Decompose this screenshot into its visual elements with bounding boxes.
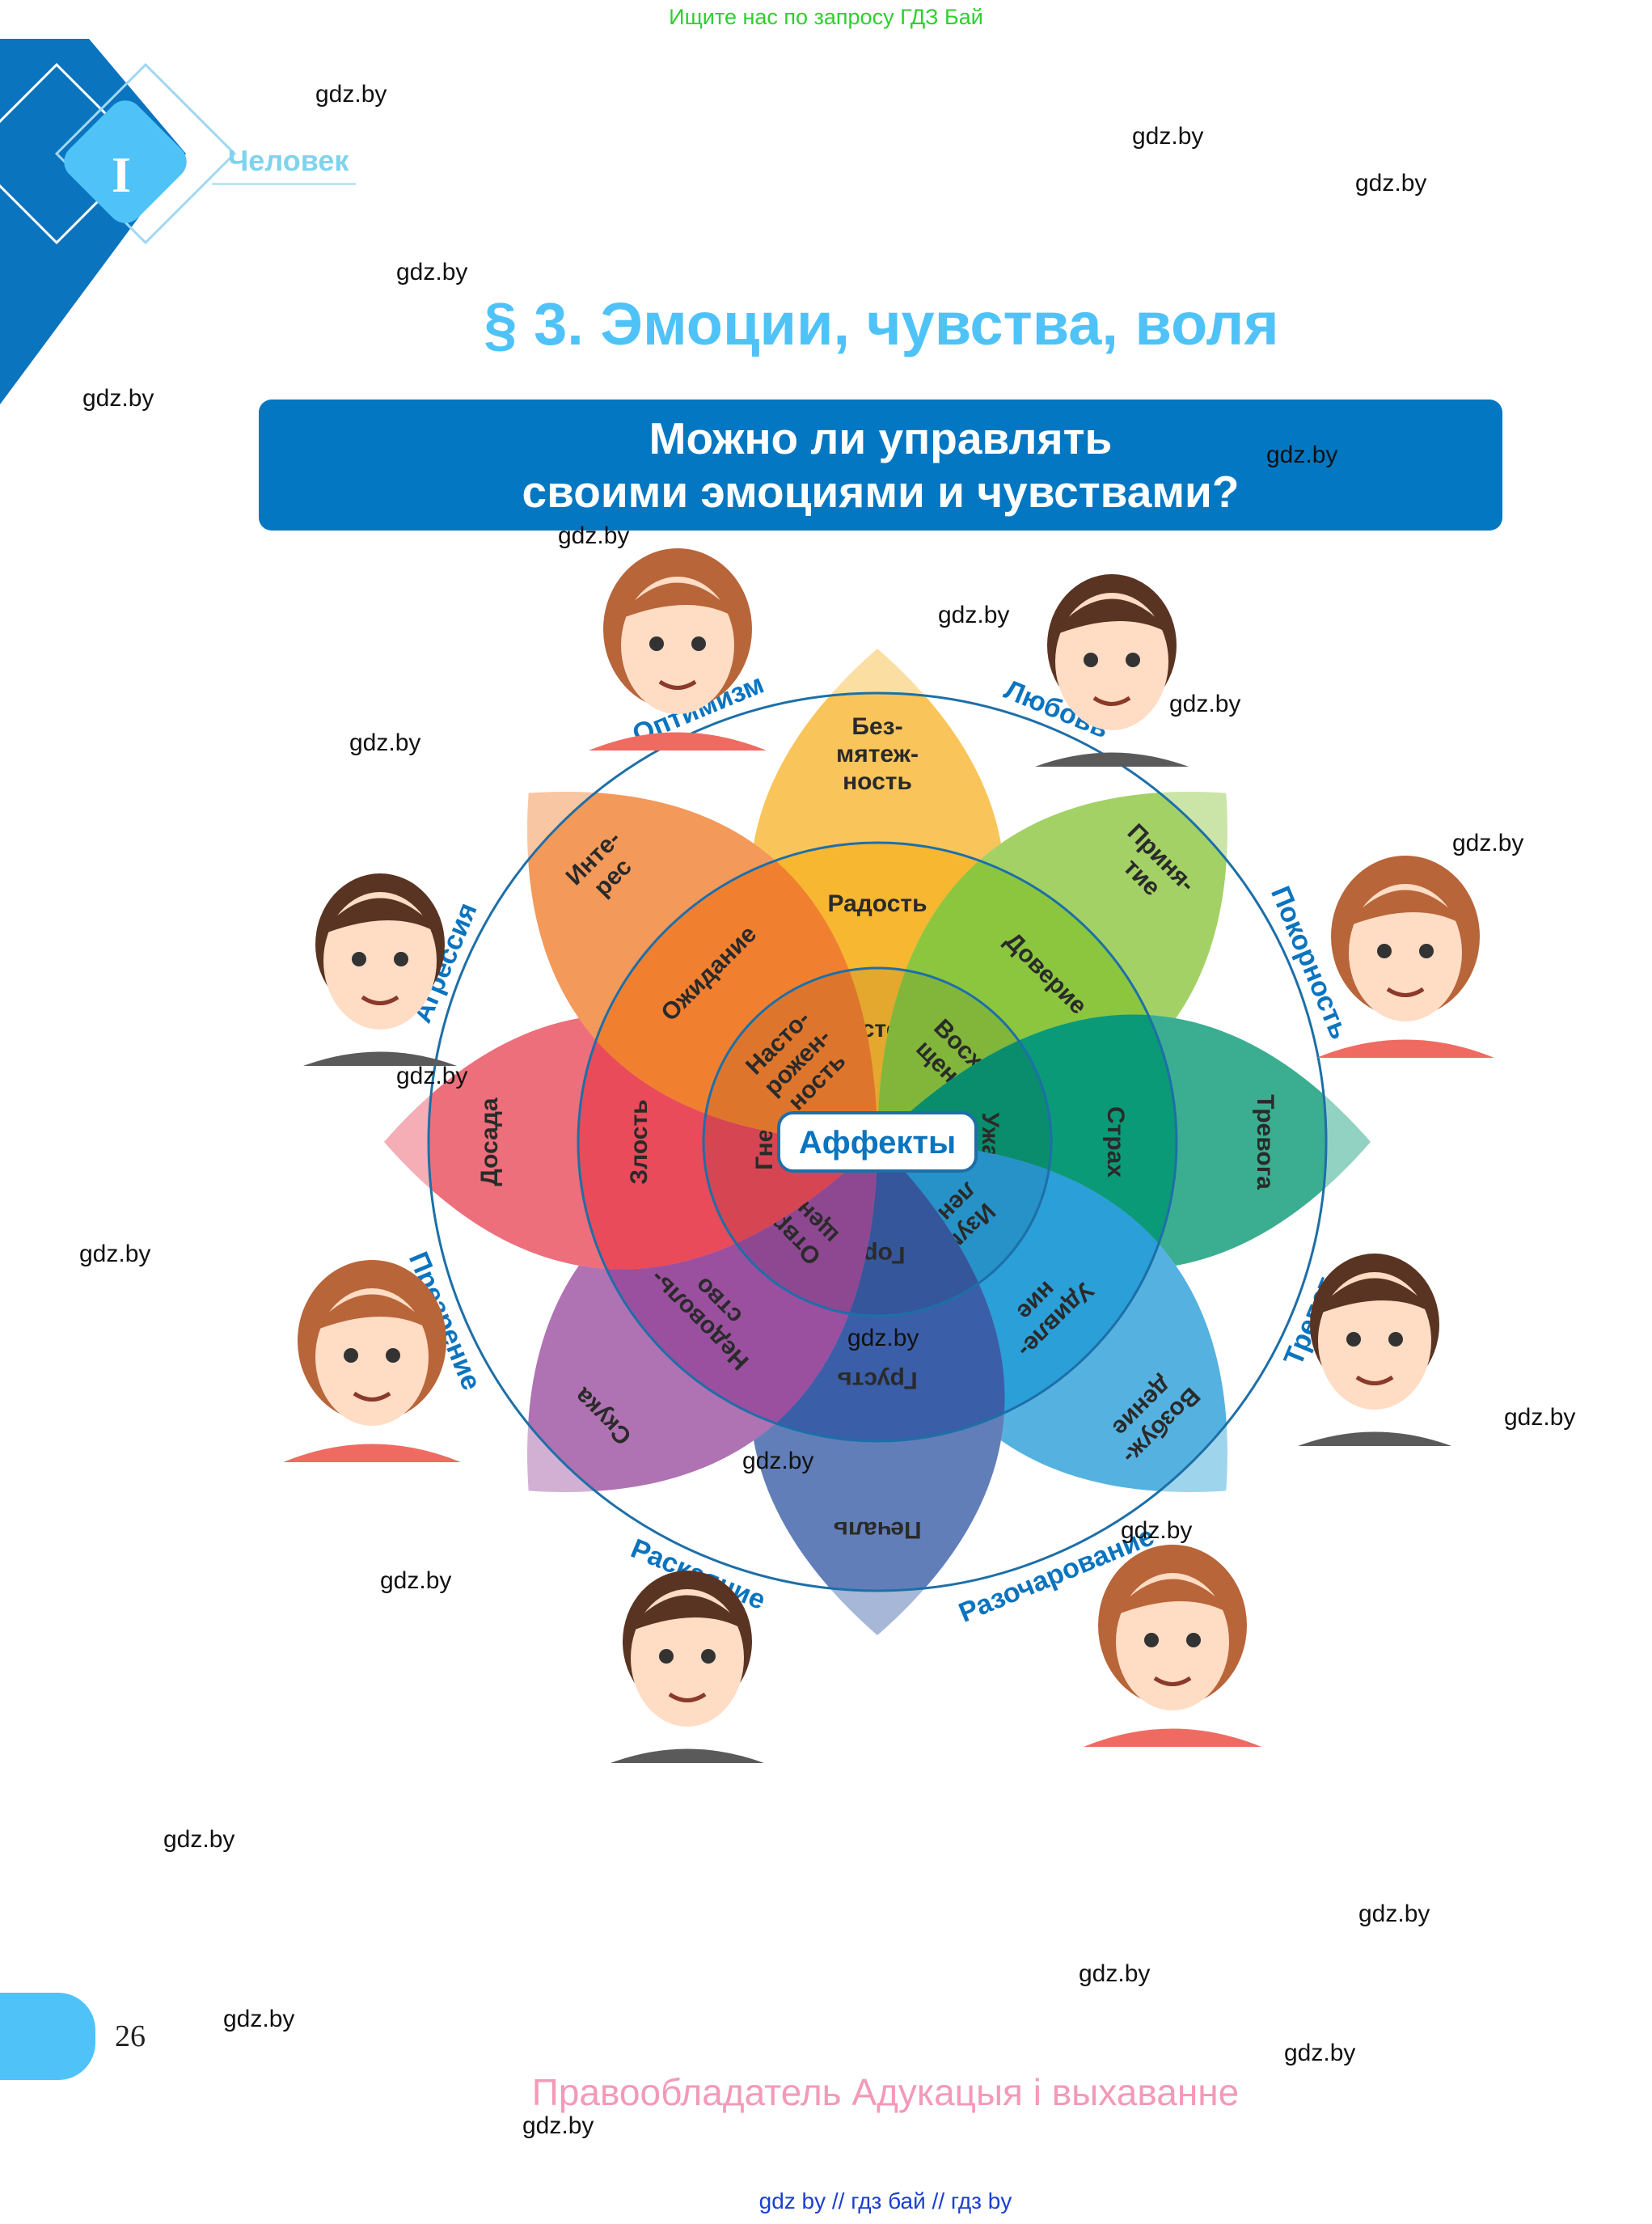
watermark: gdz.by xyxy=(1504,1404,1576,1431)
page-title: § 3. Эмоции, чувства, воля xyxy=(484,290,1279,357)
emotion-label: Страх xyxy=(1102,1106,1129,1178)
watermark: gdz.by xyxy=(163,1826,235,1853)
copyright-notice: Правообладатель Адукацыя і выхаванне xyxy=(531,2071,1240,2113)
center-label-box xyxy=(777,1111,978,1173)
watermark: gdz.by xyxy=(522,2112,594,2139)
watermark: gdz.by xyxy=(349,729,421,756)
man-face-icon xyxy=(611,1571,764,1763)
question-banner: Можно ли управлять своими эмоциями и чув… xyxy=(259,400,1502,531)
watermark: gdz.by xyxy=(396,1063,468,1089)
woman-face-icon xyxy=(1316,856,1494,1058)
watermark: gdz.by xyxy=(396,259,468,285)
page-number: 26 xyxy=(115,2019,146,2053)
man-face-icon xyxy=(303,873,457,1066)
emotion-label: Без-мятеж-ность xyxy=(836,713,919,795)
watermark: gdz.by xyxy=(558,522,630,549)
emotion-label: Злость xyxy=(626,1099,653,1184)
emotion-label: Печаль xyxy=(833,1516,921,1543)
watermark: gdz.by xyxy=(847,1325,919,1351)
watermark: gdz.by xyxy=(315,81,387,108)
chapter-label: Человек xyxy=(228,144,349,177)
woman-face-icon xyxy=(1084,1545,1261,1747)
watermark: gdz.by xyxy=(1079,1960,1151,1987)
chapter-roman-numeral: I xyxy=(112,148,132,203)
watermark: gdz.by xyxy=(1355,170,1427,197)
wheel-ring xyxy=(577,841,1178,1443)
roman-badge xyxy=(64,100,187,223)
watermark: gdz.by xyxy=(223,2006,295,2032)
emotion-label: Тревога xyxy=(1252,1094,1278,1190)
chapter-corner-decoration xyxy=(0,39,237,404)
man-face-icon xyxy=(1035,574,1189,767)
man-face-icon xyxy=(1298,1254,1451,1446)
page-number-tab xyxy=(0,1993,95,2080)
watermark: gdz.by xyxy=(742,1448,814,1474)
watermark: gdz.by xyxy=(1358,1901,1430,1927)
wheel-ring xyxy=(427,691,1328,1592)
wheel-ring xyxy=(702,966,1053,1317)
watermark: gdz.by xyxy=(1132,123,1204,150)
watermark: gdz.by xyxy=(1266,442,1338,468)
center-label: Аффекты xyxy=(799,1125,956,1161)
question-line-2: своими эмоциями и чувствами? xyxy=(522,467,1240,517)
watermark: gdz.by xyxy=(82,385,154,412)
emotion-label: Досада xyxy=(476,1097,503,1186)
watermark: gdz.by xyxy=(938,602,1010,628)
watermark: gdz.by xyxy=(79,1241,151,1267)
watermark: gdz.by xyxy=(1169,691,1241,717)
watermark: gdz.by xyxy=(1121,1517,1193,1544)
woman-face-icon xyxy=(589,548,767,750)
bottom-links[interactable]: gdz by // гдз бай // гдз by xyxy=(758,2188,1012,2213)
woman-face-icon xyxy=(283,1260,461,1462)
watermark: gdz.by xyxy=(380,1567,452,1594)
watermark: gdz.by xyxy=(1284,2040,1356,2066)
emotion-label: Радость xyxy=(827,890,927,917)
emotion-label: Грусть xyxy=(837,1367,918,1393)
chapter-underline xyxy=(212,183,356,185)
watermark: gdz.by xyxy=(1452,830,1524,856)
question-line-1: Можно ли управлять xyxy=(649,413,1113,463)
top-banner[interactable]: Ищите нас по запросу ГДЗ Бай xyxy=(669,5,983,29)
